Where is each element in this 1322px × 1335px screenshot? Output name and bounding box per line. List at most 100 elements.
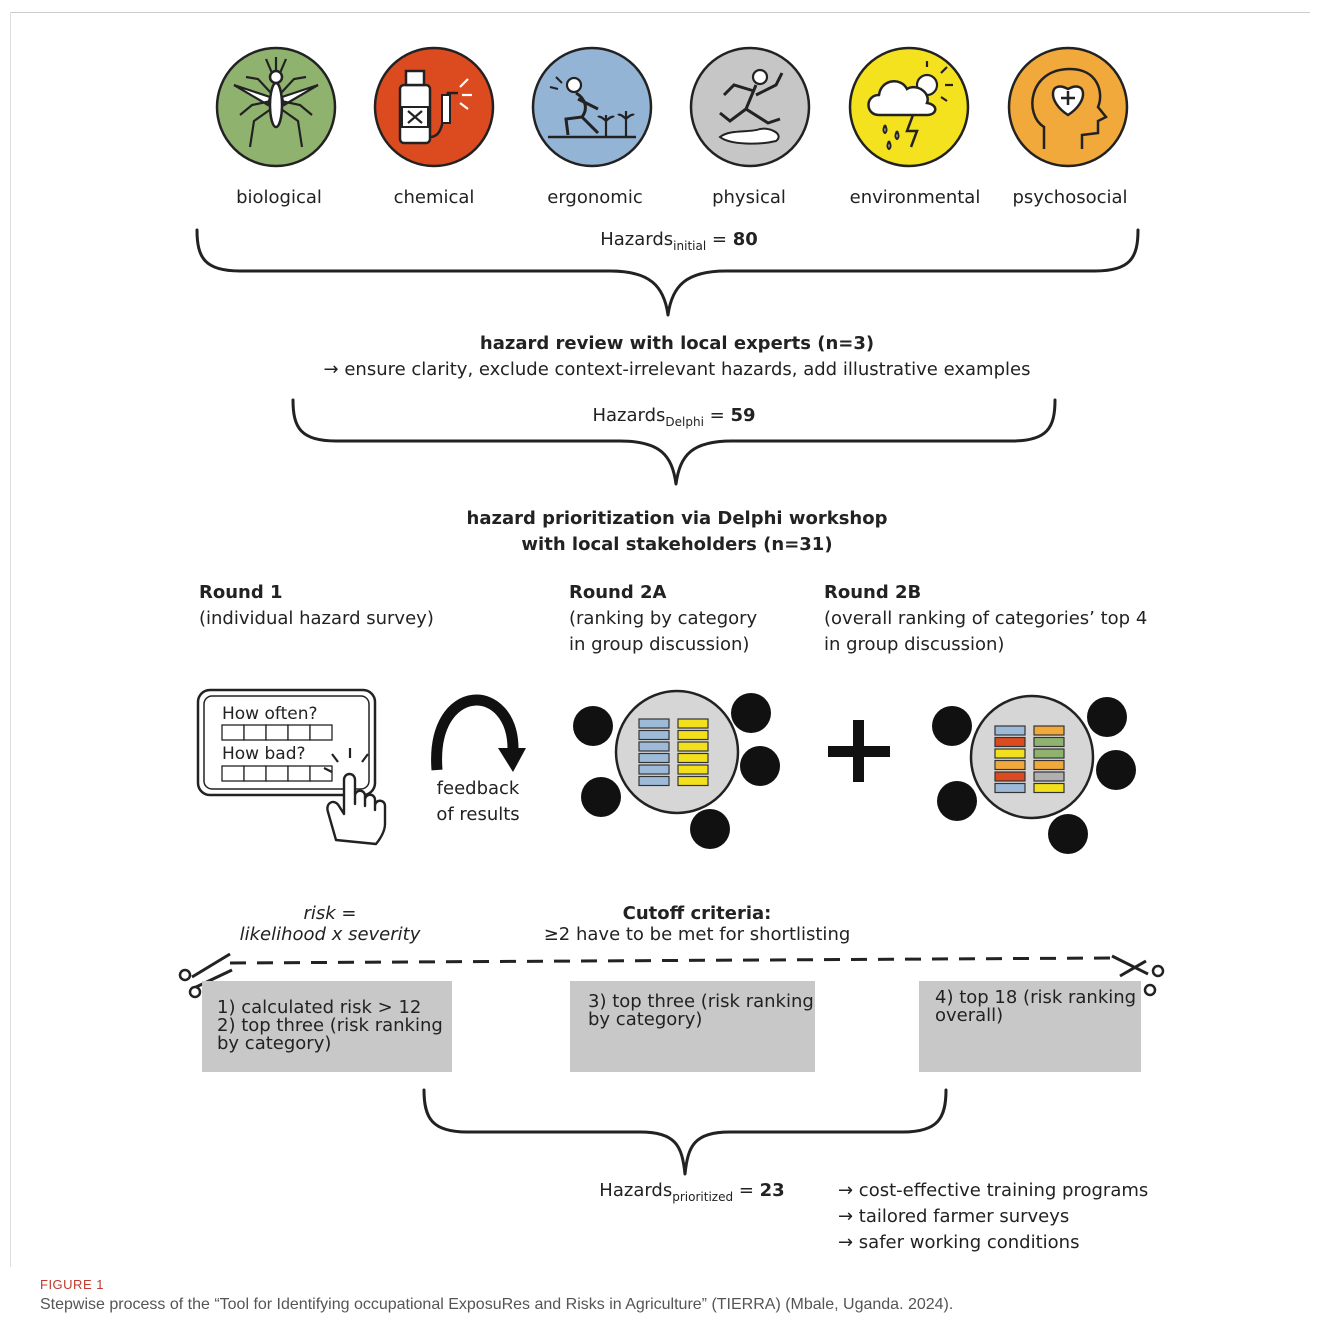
prioritization-title-line1: hazard prioritization via Delphi worksho…: [466, 508, 888, 529]
category-label-biological: biological: [236, 187, 322, 208]
pesticide-sprayer-icon: [373, 46, 495, 168]
review-description: → ensure clarity, exclude context-irrele…: [323, 359, 1031, 380]
criteria-2-line2: by category): [588, 1009, 703, 1030]
ranking-card: [1033, 748, 1065, 759]
cutoff-dashed-line: [229, 956, 1113, 965]
ranking-card: [638, 764, 670, 775]
criteria-1-line2: 2) top three (risk ranking: [217, 1015, 443, 1036]
ranking-card: [677, 775, 709, 787]
survey-scale-box: [309, 724, 333, 741]
brace-initial: [195, 228, 1140, 317]
ranking-card: [638, 752, 670, 764]
ranking-card: [994, 736, 1026, 748]
figure-caption: Stepwise process of the “Tool for Identi…: [40, 1296, 954, 1313]
ranking-card: [677, 752, 709, 764]
scissors-left-icon: [178, 952, 233, 999]
outcome-1: → cost-effective training programs: [838, 1180, 1149, 1201]
ranking-card: [1033, 771, 1065, 782]
round2a-table: [573, 689, 780, 849]
left-rule: [10, 12, 11, 1267]
ranking-card: [994, 748, 1026, 759]
outcome-2: → tailored farmer surveys: [838, 1206, 1070, 1227]
feedback-arrow-icon: [431, 694, 519, 771]
ranking-card: [677, 741, 709, 752]
brace-prioritized: [422, 1088, 948, 1176]
top-rule: [10, 12, 1310, 13]
hazards-prioritized-count: Hazardsprioritized = 23: [599, 1180, 785, 1204]
cutoff-description: ≥2 have to be met for shortlisting: [543, 924, 851, 945]
survey-scale-box: [221, 765, 245, 782]
round2a-desc-line2: in group discussion): [569, 634, 750, 655]
feedback-line1: feedback: [436, 778, 520, 799]
round2a-desc-line1: (ranking by category: [569, 608, 758, 629]
survey-scale-box: [243, 724, 267, 741]
category-label-chemical: chemical: [393, 187, 475, 208]
kneeling-farmer-icon: [531, 46, 653, 168]
feedback-arrow-head: [498, 748, 526, 772]
plus-vertical: [853, 720, 864, 782]
survey-scale-box: [243, 765, 267, 782]
review-title: hazard review with local experts (n=3): [479, 333, 875, 354]
criteria-box-3: 4) top 18 (risk ranking overall): [919, 981, 1141, 1072]
outcome-3: → safer working conditions: [838, 1232, 1080, 1253]
category-label-psychosocial: psychosocial: [1012, 187, 1128, 208]
survey-question-bad: How bad?: [222, 744, 306, 764]
ranking-card: [677, 718, 709, 729]
criteria-box-2: 3) top three (risk ranking by category): [570, 981, 815, 1072]
ranking-card: [994, 725, 1026, 736]
round1-desc: (individual hazard survey): [199, 608, 434, 629]
hazards-delphi-count: HazardsDelphi = 59: [592, 405, 756, 429]
category-label-environmental: environmental: [849, 187, 981, 208]
ranking-card: [1033, 759, 1065, 771]
prioritization-title-line2: with local stakeholders (n=31): [521, 534, 833, 555]
survey-scale-box: [309, 765, 333, 782]
round2b-title: Round 2B: [824, 582, 922, 603]
feedback-line2: of results: [436, 804, 520, 825]
ranking-card: [1033, 736, 1065, 748]
survey-scale-box: [265, 724, 289, 741]
scissors-right-icon: [1111, 954, 1165, 997]
round1-title: Round 1: [199, 582, 283, 603]
ranking-card: [638, 729, 670, 741]
ranking-card: [638, 718, 670, 729]
ranking-card: [677, 729, 709, 741]
brace-delphi: [291, 398, 1057, 486]
category-label-physical: physical: [712, 187, 786, 208]
criteria-3-line1: 4) top 18 (risk ranking: [935, 987, 1137, 1008]
survey-scale-box: [221, 724, 245, 741]
survey-card: [196, 688, 377, 797]
storm-cloud-icon: [848, 46, 970, 168]
cutoff-title: Cutoff criteria:: [622, 903, 772, 924]
ranking-card: [994, 771, 1026, 782]
round2b-desc-line1: (overall ranking of categories’ top 4: [824, 608, 1148, 629]
ranking-card: [677, 764, 709, 775]
survey-scale-box: [287, 765, 311, 782]
criteria-2-line1: 3) top three (risk ranking: [588, 991, 814, 1012]
criteria-box-1: 1) calculated risk > 12 2) top three (ri…: [202, 981, 452, 1072]
round2b-desc-line2: in group discussion): [824, 634, 1005, 655]
hazards-initial-count: Hazardsinitial = 80: [600, 229, 758, 253]
mosquito-icon: [215, 46, 337, 168]
survey-answer-boxes: [221, 724, 333, 782]
survey-scale-box: [265, 765, 289, 782]
figure-label: FIGURE 1: [40, 1277, 104, 1292]
criteria-1-line3: by category): [217, 1033, 332, 1054]
ranking-card: [1033, 782, 1065, 794]
survey-scale-box: [287, 724, 311, 741]
ranking-card: [638, 741, 670, 752]
criteria-3-line2: overall): [935, 1005, 1004, 1026]
criteria-1-line1: 1) calculated risk > 12: [217, 997, 422, 1018]
head-heart-icon: [1007, 46, 1129, 168]
survey-question-often: How often?: [222, 704, 318, 724]
hand-pointer-icon: [323, 748, 387, 846]
risk-formula-line2: likelihood x severity: [239, 924, 421, 945]
ranking-card: [994, 759, 1026, 771]
ranking-card: [638, 775, 670, 787]
ranking-card: [994, 782, 1026, 794]
slipping-person-icon: [689, 46, 811, 168]
risk-formula-line1: risk =: [303, 903, 357, 924]
category-label-ergonomic: ergonomic: [547, 187, 643, 208]
round2a-title: Round 2A: [569, 582, 667, 603]
ranking-card: [1033, 725, 1065, 736]
